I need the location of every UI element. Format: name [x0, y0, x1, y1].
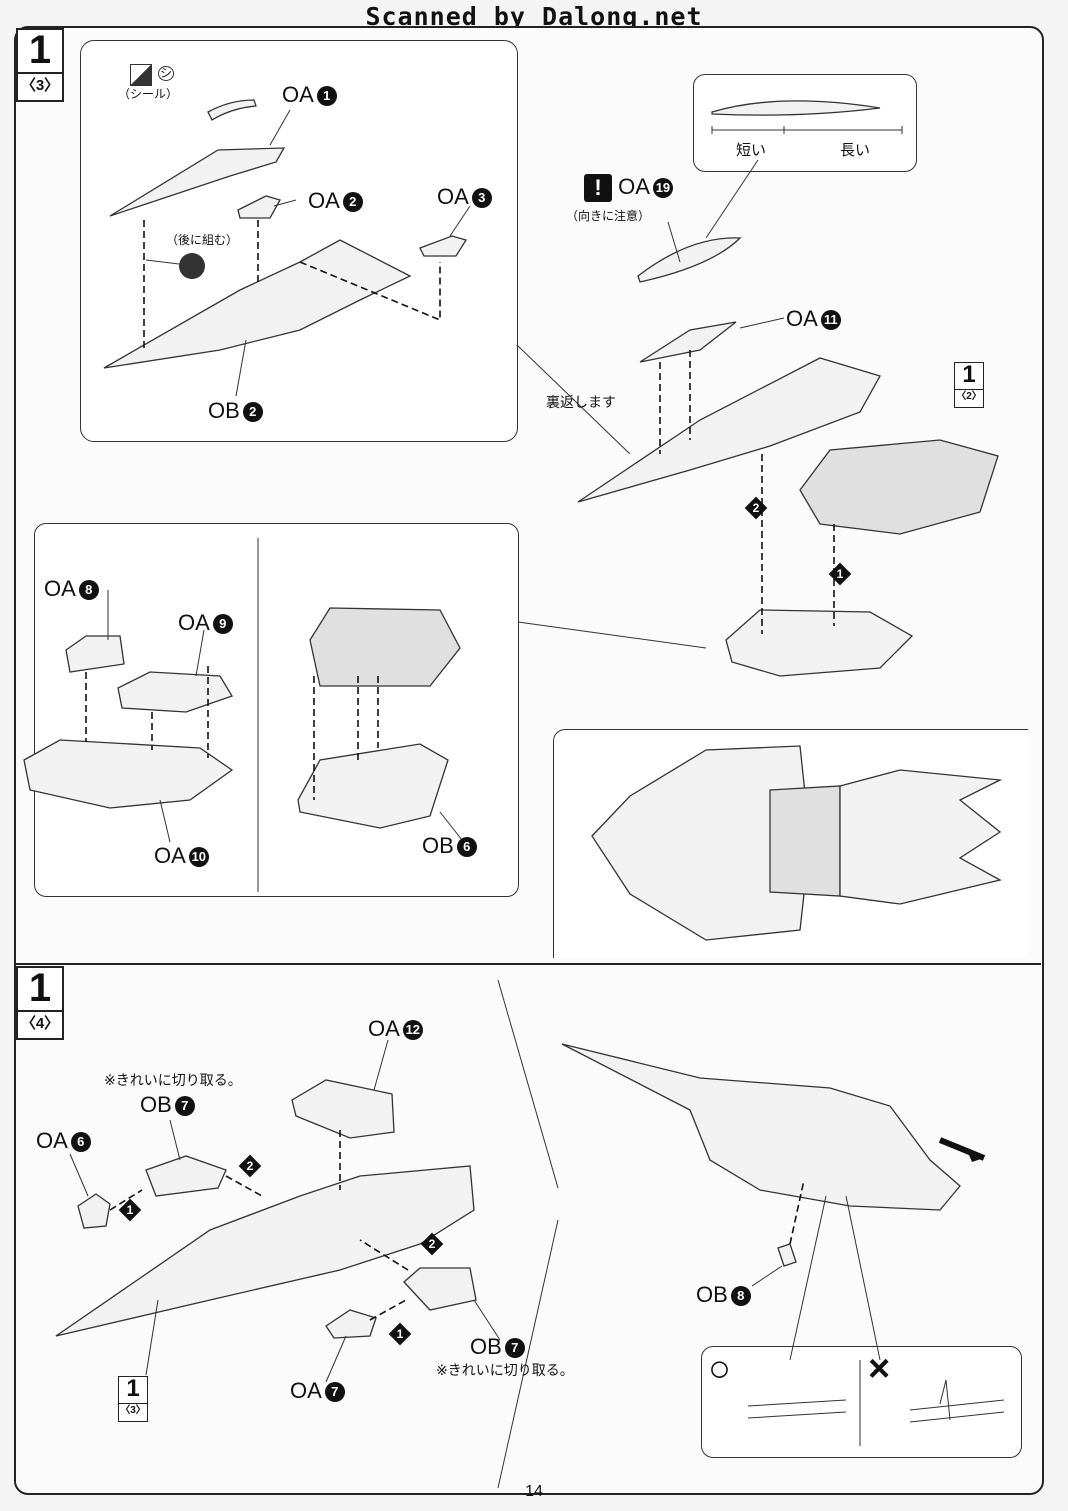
order-mark: 1: [388, 1322, 412, 1346]
order-mark: 2: [238, 1154, 262, 1178]
step-number: 1: [28, 28, 52, 72]
sticker-icon: [130, 64, 152, 86]
main-blade-assembled: [55, 1165, 475, 1337]
part-ob8: [777, 1243, 797, 1267]
ref-step-tag: 1 〈2〉: [954, 362, 984, 408]
order-mark: 1: [118, 1198, 142, 1222]
callout-short: 短い: [736, 141, 767, 159]
part-oa6: [77, 1193, 111, 1229]
sticker-label: （シール）: [118, 87, 179, 101]
ref-base-unit: [799, 439, 999, 535]
ok-mark: ○: [708, 1348, 731, 1390]
panel-base-assembly: [34, 523, 519, 897]
cut-note: ※きれいに切り取る。: [436, 1363, 574, 1379]
part-ob6-base: [297, 743, 449, 829]
callout-long: 長い: [840, 141, 871, 159]
part-oa19: [637, 237, 742, 283]
later-assemble-icon: [179, 253, 205, 279]
order-mark: 1: [828, 562, 852, 586]
step-tag-top: 1 〈3〉: [16, 28, 64, 102]
part-ob7-lower: [403, 1267, 477, 1311]
sticker-mark: シ: [158, 66, 174, 82]
assembled-unit-side: [561, 1043, 961, 1211]
top-view-wing: [839, 769, 1003, 905]
part-ob2-frame: [103, 239, 412, 369]
ref-step-tag: 1 〈3〉: [118, 1376, 148, 1422]
part-ob6-upper: [309, 607, 461, 687]
main-blade: [577, 357, 881, 503]
orientation-note: （向きに注意）: [566, 209, 651, 223]
page-number: 14: [525, 1483, 543, 1500]
part-oa1-blade: [109, 147, 286, 217]
part-oa7: [325, 1309, 377, 1339]
part-oa12: [291, 1079, 395, 1139]
part-oa10-frame: [23, 739, 234, 809]
order-mark: 2: [744, 496, 768, 520]
cut-note: ※きれいに切り取る。: [104, 1073, 242, 1089]
step-sub: 〈4〉: [18, 1010, 62, 1036]
part-oa9: [117, 671, 233, 713]
part-oa3: [419, 235, 468, 257]
callout-length: [693, 74, 917, 172]
part-oa11: [639, 321, 737, 363]
later-assemble-note: （後に組む）: [166, 233, 239, 247]
step-sub: 〈3〉: [18, 72, 62, 98]
section-divider: [15, 963, 1041, 965]
part-oa2: [237, 195, 281, 219]
top-view-clamp: [769, 785, 841, 897]
flip-note: 裏返します: [546, 395, 616, 411]
assembled-base-unit: [725, 609, 914, 677]
part-ob7-upper: [145, 1155, 227, 1197]
sticker-strip: [207, 99, 257, 121]
order-mark: 2: [420, 1232, 444, 1256]
step-number: 1: [28, 966, 52, 1010]
caution-icon: !: [584, 174, 612, 202]
ng-mark: ×: [868, 1348, 891, 1390]
step-tag-bottom: 1 〈4〉: [16, 966, 64, 1040]
part-oa8: [65, 635, 125, 673]
panel-ok-ng: [701, 1346, 1022, 1458]
